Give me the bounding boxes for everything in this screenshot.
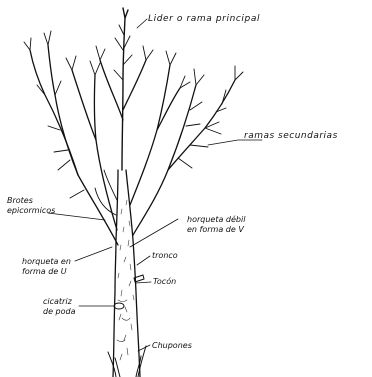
label-pruning-scar-2: de poda [43, 307, 76, 316]
label-weak-fork-2: en forma de V [187, 225, 244, 234]
label-leader: Lider o rama principal [148, 15, 260, 24]
twigs [24, 25, 243, 198]
label-stub: Tocón [153, 277, 176, 286]
label-epicormic-shoots-1: Brotes [7, 196, 33, 205]
label-u-fork-2: forma de U [22, 267, 67, 276]
leader-lines [48, 19, 262, 351]
pruning-scar [114, 275, 144, 309]
label-suckers: Chupones [152, 341, 192, 350]
label-epicormic-shoots-2: epicormicos [7, 206, 55, 215]
label-weak-fork-1: horqueta débil [187, 215, 245, 224]
label-u-fork-1: horqueta en [22, 257, 71, 266]
label-trunk: tronco [152, 251, 178, 260]
label-secondary-branches: ramas secundarias [244, 132, 338, 141]
label-pruning-scar-1: cicatriz [43, 297, 72, 306]
